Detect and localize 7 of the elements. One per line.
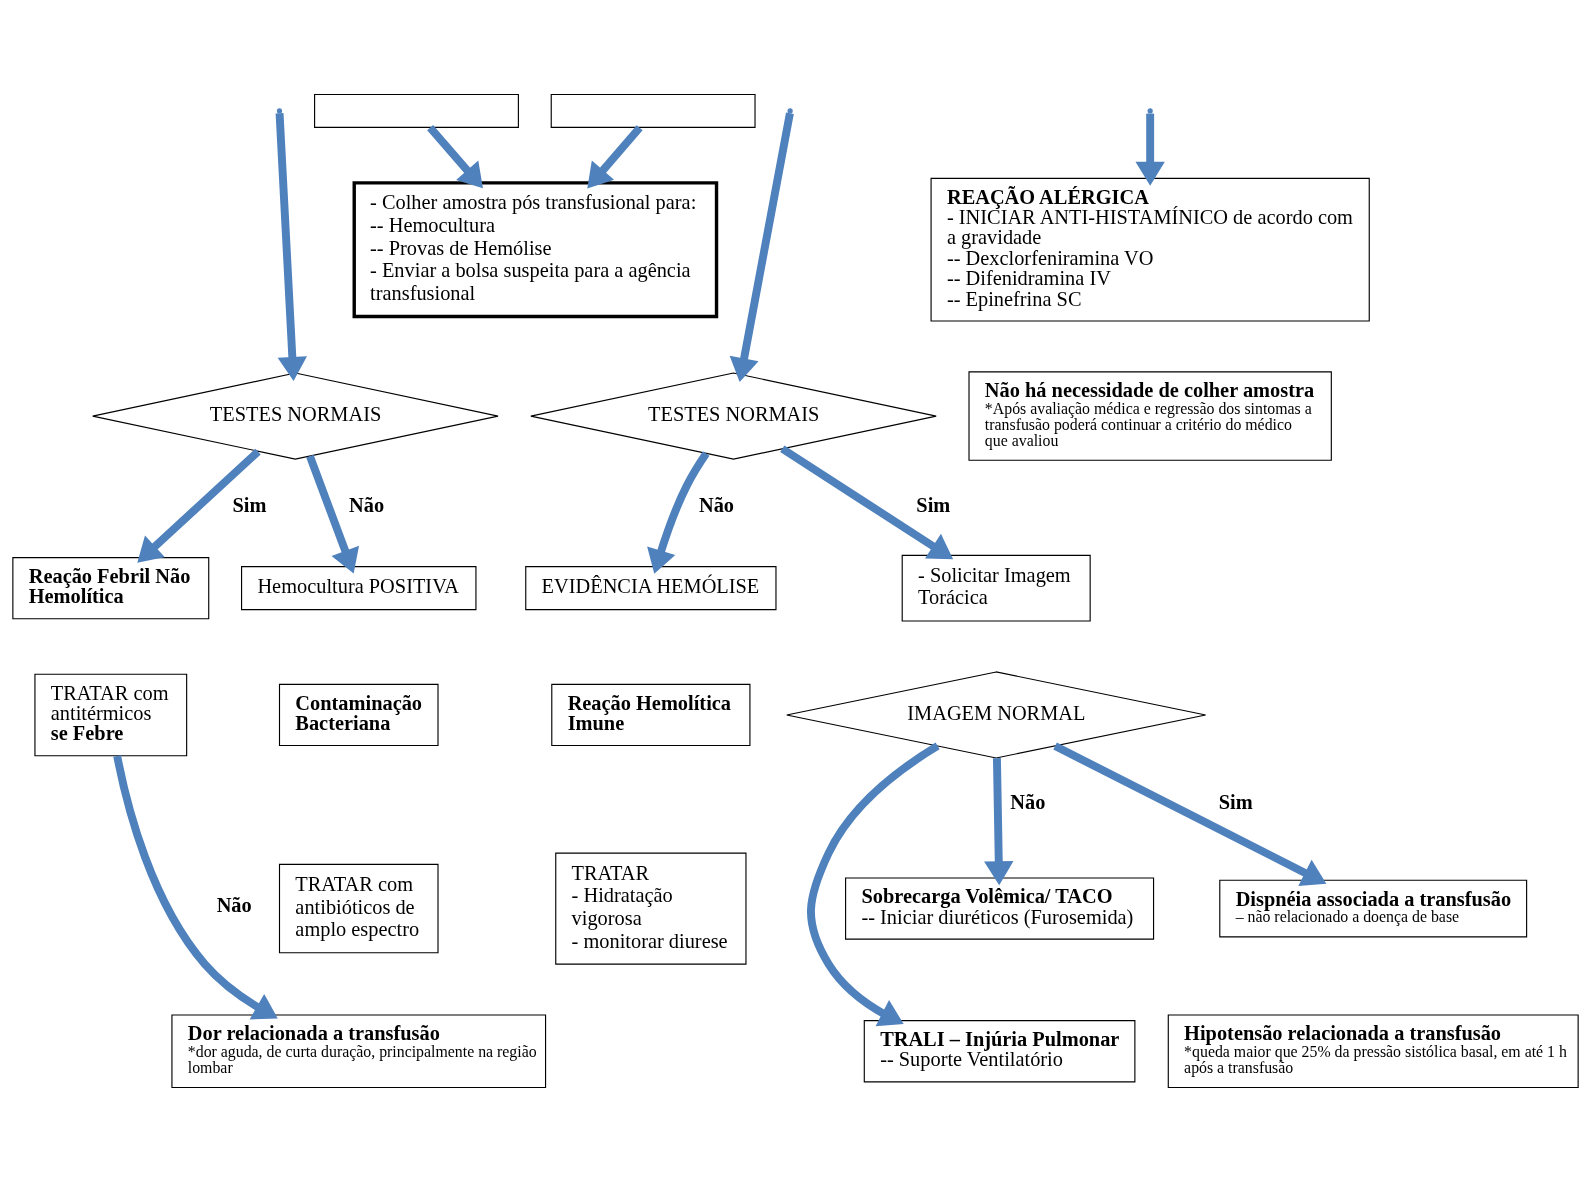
- edge-label: Sim: [916, 493, 951, 516]
- edge-label: Não: [698, 493, 735, 516]
- edge-label: Não: [216, 893, 252, 916]
- edge-label: Sim: [1218, 790, 1253, 813]
- edge-label: Sim: [232, 493, 267, 516]
- edge-label: Não: [349, 493, 385, 516]
- edge-label: Não: [1010, 790, 1046, 813]
